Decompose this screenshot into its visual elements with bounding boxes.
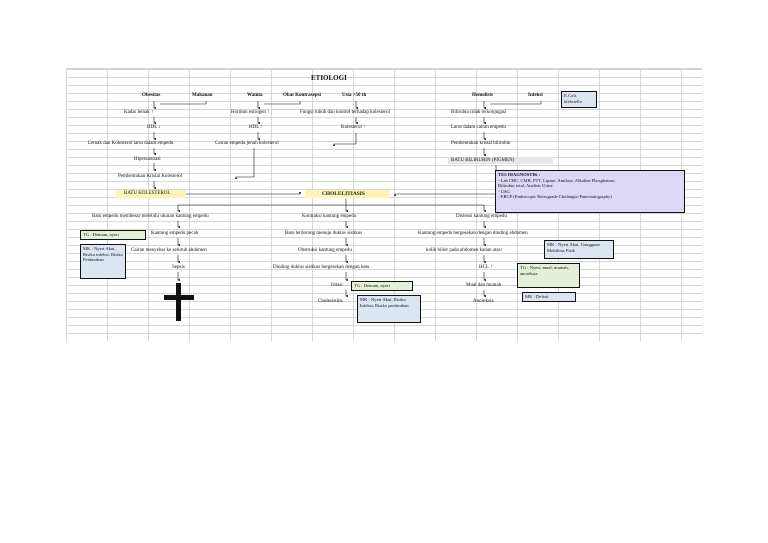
node-batu-terdorong: Batu terdorong menuju duktus sistikus xyxy=(285,231,363,236)
batu-bilirubin-highlight xyxy=(448,157,553,164)
tes-line-3: - USG xyxy=(498,188,510,194)
mk-box-col3-2: MK : Defisit xyxy=(522,292,576,302)
tes-line-1: - Lab CBC, CMB, PTT, Lipase, Amilase, Al… xyxy=(498,177,616,183)
cholelitiasis-highlight xyxy=(305,190,389,198)
tes-line-4: - ERCP (Endoscopic Retrograde Cholangio-… xyxy=(498,194,612,200)
arrow-up-icon: ↑ xyxy=(488,265,493,270)
box-ecoli: E.Coli, klebsiella xyxy=(561,91,597,108)
mk-box-col3-1: MK : Nyeri Akut, Gangguan Mobilitas Fisi… xyxy=(544,240,614,259)
node-hormon: Hormon estrogen ↑ xyxy=(231,110,270,115)
node-hdl-1: HDL ↓ xyxy=(147,125,161,130)
tg-box-col1: TG : Demam, nyeri xyxy=(80,230,146,240)
arrow-up-icon: ↑ xyxy=(361,125,366,130)
node-fungsi: Fungsi tubuh dan kontrol terhadap kolest… xyxy=(300,110,390,115)
node-obstruksi: Obstruksi kantung empedu xyxy=(298,248,352,253)
arrow-down-icon: ↓ xyxy=(157,125,161,130)
node-cholesistitis: Cholesistitis xyxy=(318,299,343,304)
label-obesitas: Obesitas xyxy=(142,93,161,98)
node-anoreksia: Anoreksia xyxy=(473,299,494,304)
arrow-up-icon: ↑ xyxy=(259,125,263,130)
node-batu-kolesterol: BATU KOLESTEROL xyxy=(124,191,171,196)
label-infeksi: Infeksi xyxy=(528,93,543,98)
arrow-up-icon: ↑ xyxy=(265,110,270,115)
cross-bar xyxy=(164,295,194,300)
diagram-title: ETIOLOGI xyxy=(311,74,347,82)
node-kadar-lemak: Kadar lemak ↑ xyxy=(124,110,154,115)
node-kolik: kolik bilier pada abdomen kanan atas↑ xyxy=(426,248,504,253)
node-kontraksi: Kontraksi kantung empedu xyxy=(302,214,357,219)
batu-kolesterol-highlight xyxy=(116,190,186,198)
node-dinding: Dinding duktus sistikus bergesekan denga… xyxy=(273,265,370,270)
node-larut: Larut dalam cairan empedu xyxy=(451,125,506,130)
label-wanita: Wanita xyxy=(247,93,263,98)
node-hcl: HCL ↑ xyxy=(479,265,493,270)
arrow-up-icon: ↑ xyxy=(500,248,504,253)
label-obat: Obat Kontrasepsi xyxy=(283,93,321,98)
cross-icon xyxy=(176,283,181,321)
mk-box-col1: MK : Nyeri Akut, Risiko infeksi, Risiko … xyxy=(80,244,126,279)
node-kolesterol: Kolesterol ↑ xyxy=(341,125,366,130)
node-batu-bilirubin: BATU BILIRUBIN (PIGMEN) xyxy=(451,158,515,163)
label-hemolisis: Hemolisis xyxy=(472,93,493,98)
node-mual: Mual dan muntah xyxy=(466,283,502,288)
node-hipersaturasi: Hipersaturasi xyxy=(134,157,161,162)
node-batu-membesar: Batu empedu membesar melebihi ukuran kan… xyxy=(92,214,209,219)
node-kantung-pecah: Kantung empedu pecah xyxy=(151,231,199,236)
label-makanan: Makanan xyxy=(192,93,213,98)
tes-diagnostik-box: TES DIAGNOSTIK : - Lab CBC, CMB, PTT, Li… xyxy=(495,170,685,213)
tes-line-2: Bilirubin total, Analisis Urine xyxy=(498,183,553,189)
node-cholelitiasis: CHOLELITIASIS xyxy=(322,191,365,197)
node-pembentukan-kristal: Pembentukan Kristal Kolesterol xyxy=(118,174,183,179)
label-usia: Usia >50 th xyxy=(342,93,367,98)
arrow-up-icon: ↑ xyxy=(149,110,154,115)
node-hdl-2: HDL ↑ xyxy=(249,125,263,130)
node-distensi: Distensi kantung empedu xyxy=(456,214,507,219)
node-bergesekan: Kantung empedu bergesekan dengan dinding… xyxy=(418,231,528,236)
node-cairan-menyebar: Cairan menyebar ke seluruh abdomen xyxy=(131,248,207,253)
node-iritasi: Iritasi xyxy=(331,283,343,288)
tes-heading: TES DIAGNOSTIK : xyxy=(498,172,541,177)
node-cairan-jenuh: Cairan empedu jenuh kolesterol xyxy=(215,141,279,146)
mk-box-col2: MK : Nyeri Akut, Risiko Infeksi, Risiko … xyxy=(357,295,421,323)
node-lemak-kolesterol: Lemak dan Kolesterol larut dalam empedu xyxy=(88,141,174,146)
node-pembentukan-bilirubin: Pembentukan kristal bilirubin xyxy=(451,141,511,146)
tg-box-col3: TG : Nyeri, mual, muntah, anoreksia xyxy=(517,263,580,288)
node-bilirubin: Bilirubin tidak terkonjugasi xyxy=(451,110,507,115)
node-sepsis: Sepsis xyxy=(172,265,185,270)
tg-box-col2: TG : Demam, nyeri xyxy=(351,281,413,291)
